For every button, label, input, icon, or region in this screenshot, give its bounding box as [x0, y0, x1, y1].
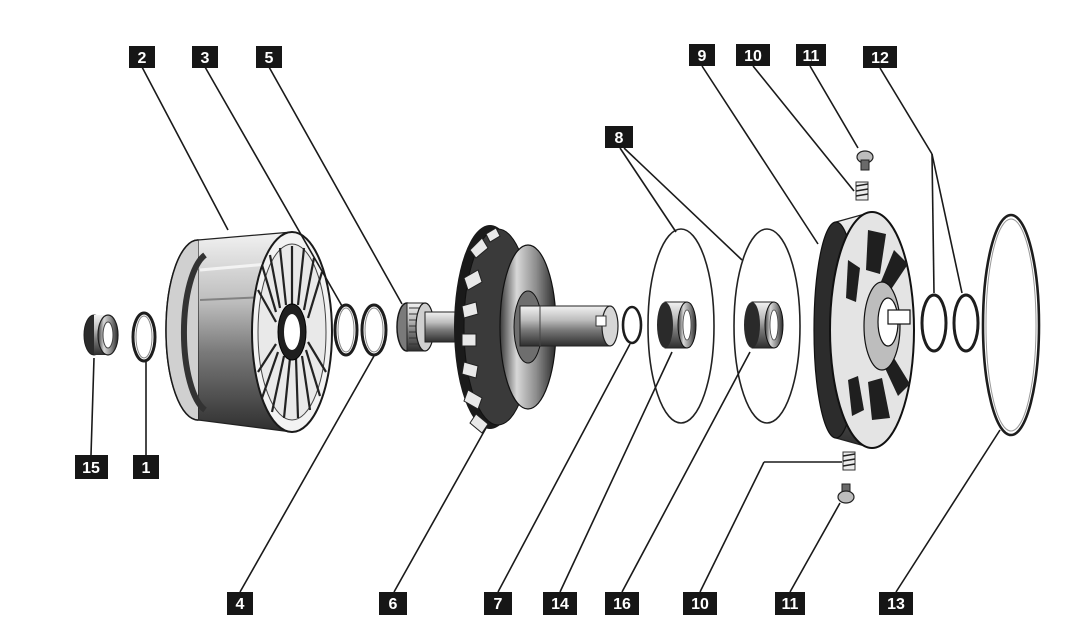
callout-10-bottom: 10: [683, 592, 717, 615]
part-4-ring: [360, 303, 388, 357]
leader-7: [497, 343, 631, 593]
callout-labels: 2 3 5 8 9 10 11 12: [75, 44, 913, 615]
callout-15-text: 15: [82, 460, 100, 477]
leader-lines: [90, 65, 1001, 593]
callout-12: 12: [863, 46, 897, 68]
callout-7: 7: [484, 592, 512, 615]
part-8-shim-right: [733, 228, 801, 424]
part-11-screw-top: [856, 150, 874, 171]
callout-13-text: 13: [887, 596, 905, 613]
callout-1: 1: [133, 455, 159, 479]
callout-6: 6: [379, 592, 407, 615]
leader-5: [268, 66, 403, 305]
part-6-turbine-assembly: [424, 225, 619, 434]
leader-16: [621, 351, 751, 593]
callout-4-text: 4: [236, 596, 245, 613]
callout-10-top-text: 10: [744, 48, 762, 65]
callout-13: 13: [879, 592, 913, 615]
part-8-shim-left: [647, 228, 715, 424]
callout-9: 9: [689, 44, 715, 66]
part-9-pump-body: [813, 211, 915, 449]
leader-12a: [879, 67, 933, 155]
callout-2-text: 2: [138, 50, 147, 67]
callout-11-bottom-text: 11: [782, 596, 799, 613]
leader-11a: [809, 65, 859, 149]
part-10-spring-bottom: [842, 451, 856, 471]
leader-3: [204, 66, 343, 307]
part-12-ring-left: [920, 293, 948, 353]
callout-4: 4: [227, 592, 253, 615]
callout-1-text: 1: [142, 460, 151, 477]
callout-2: 2: [129, 46, 155, 68]
leader-10b: [699, 461, 765, 593]
callout-11-top-text: 11: [803, 48, 820, 65]
leader-8a: [619, 147, 677, 233]
leader-14: [559, 351, 673, 593]
callout-3: 3: [192, 46, 218, 68]
callout-5-text: 5: [265, 50, 274, 67]
part-7-ring: [621, 305, 643, 345]
callout-11-top: 11: [796, 44, 826, 66]
callout-11-bottom: 11: [775, 592, 805, 615]
part-14-bushing: [657, 301, 697, 349]
part-13-seal-ring: [981, 213, 1041, 437]
callout-10-bottom-text: 10: [691, 596, 709, 613]
part-3-ring: [333, 303, 359, 357]
leader-8b: [623, 147, 743, 261]
part-11-screw-bottom: [837, 483, 855, 504]
leader-12c: [931, 153, 963, 294]
callout-3-text: 3: [201, 50, 210, 67]
callout-14-text: 14: [551, 596, 569, 613]
part-15-bushing: [83, 314, 119, 356]
part-2-converter-housing: [165, 231, 333, 433]
leader-10a: [752, 65, 855, 192]
callout-8-text: 8: [615, 130, 624, 147]
leader-12b: [931, 153, 935, 294]
callout-5: 5: [256, 46, 282, 68]
callout-9-text: 9: [698, 48, 707, 65]
leader-11b: [789, 502, 841, 593]
callout-6-text: 6: [389, 596, 398, 613]
part-12-ring-right: [952, 293, 980, 353]
callout-12-text: 12: [871, 50, 889, 67]
part-16-bushing: [744, 301, 784, 349]
leader-15: [90, 357, 95, 456]
callout-14: 14: [543, 592, 577, 615]
leader-2: [141, 66, 229, 231]
callout-10-top: 10: [736, 44, 770, 66]
callout-16: 16: [605, 592, 639, 615]
callout-15: 15: [75, 455, 108, 479]
callout-16-text: 16: [613, 596, 631, 613]
part-10-spring-top: [855, 181, 869, 201]
callout-8: 8: [605, 126, 633, 148]
leader-6: [393, 427, 487, 593]
leader-9: [701, 65, 819, 245]
callout-7-text: 7: [494, 596, 503, 613]
leader-4: [239, 355, 375, 593]
part-1-ring: [131, 311, 157, 363]
leader-13: [895, 429, 1001, 593]
